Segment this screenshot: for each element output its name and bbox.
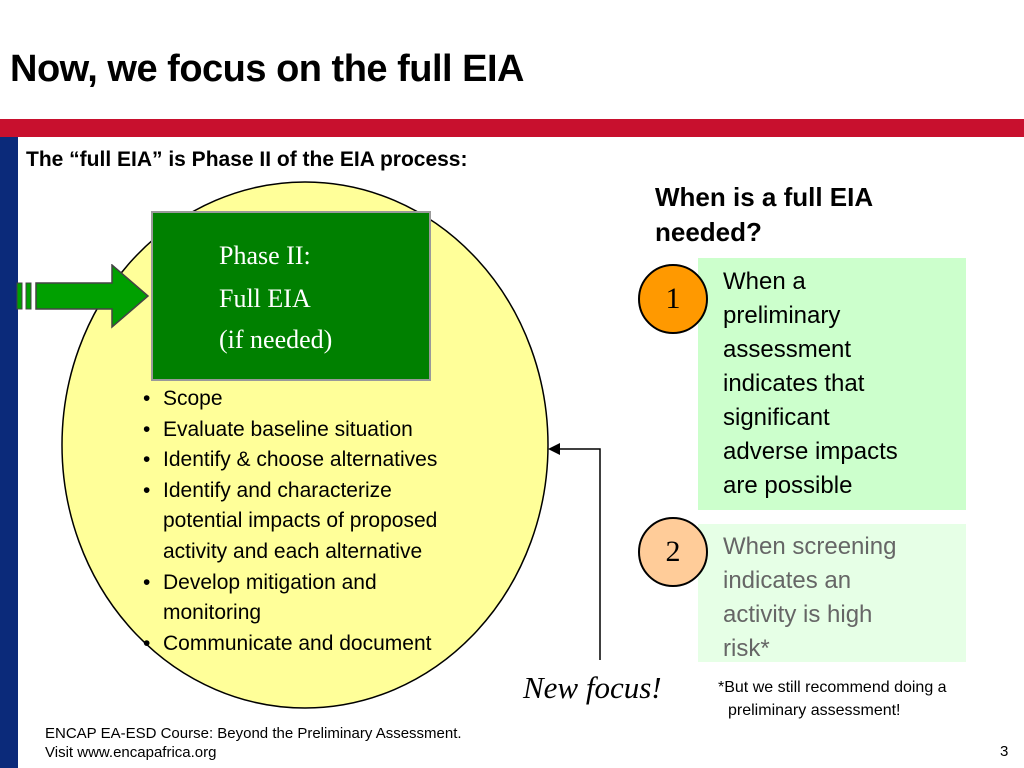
green-right-arrow-icon <box>16 264 150 329</box>
condition-box-1 <box>698 258 966 510</box>
slide-title: Now, we focus on the full EIA <box>10 48 525 90</box>
question-heading: When is a full EIA needed? <box>655 180 873 250</box>
phase-box-line: Phase II: <box>219 241 311 270</box>
footer: ENCAP EA-ESD Course: Beyond the Prelimin… <box>45 724 462 762</box>
condition-line: When a <box>723 268 806 295</box>
activity-text: Evaluate baseline situation <box>163 417 413 441</box>
footer-line: Visit www.encapafrica.org <box>45 744 217 761</box>
phase-box-line: Full EIA <box>219 284 311 313</box>
footnote: *But we still recommend doing a prelimin… <box>718 676 947 722</box>
bullet-icon: • <box>143 570 151 594</box>
page-number: 3 <box>1000 743 1009 760</box>
badge-2: 2 <box>638 517 708 587</box>
condition-line: activity is high <box>723 601 873 628</box>
condition-line: significant <box>723 404 830 431</box>
activity-text: Identify and characterize <box>163 478 392 502</box>
condition-line: are possible <box>723 472 853 499</box>
badge-1: 1 <box>638 264 708 334</box>
condition-box-2 <box>698 524 966 662</box>
condition-line: risk* <box>723 635 770 662</box>
bullet-icon: • <box>143 448 151 472</box>
activity-text: potential impacts of proposed <box>163 509 438 533</box>
list-item: • Communicate and document <box>143 629 437 660</box>
condition-line: adverse impacts <box>723 438 898 465</box>
activity-text: activity and each alternative <box>163 539 423 563</box>
question-line: needed? <box>655 217 762 247</box>
list-item: • Scope <box>143 384 437 415</box>
bullet-icon: • <box>143 631 151 655</box>
bullet-icon: • <box>143 417 151 441</box>
condition-line: indicates that <box>723 370 865 397</box>
condition-text-2: When screening indicates an activity is … <box>723 530 896 666</box>
phase-ii-box: Phase II: Full EIA (if needed) <box>151 211 431 381</box>
condition-line: assessment <box>723 336 852 363</box>
new-focus-label: New focus! <box>523 670 662 705</box>
list-item: • Identify & choose alternatives <box>143 445 437 476</box>
left-rule <box>0 137 18 768</box>
activity-text: Communicate and document <box>163 631 432 655</box>
slide-subtitle: The “full EIA” is Phase II of the EIA pr… <box>26 148 468 171</box>
phase-box-line: (if needed) <box>219 325 333 354</box>
bullet-icon: • <box>143 387 151 410</box>
condition-text-1: When a preliminary assessment indicates … <box>723 265 898 503</box>
footnote-line: *But we still recommend doing a <box>718 679 947 696</box>
footnote-line: preliminary assessment! <box>728 702 901 719</box>
condition-line: indicates an <box>723 567 852 594</box>
left-arrow-icon <box>548 443 601 660</box>
activity-text: Develop mitigation and <box>163 570 377 594</box>
activity-list: • Scope • Evaluate baseline situation • Ide… <box>143 384 437 659</box>
header-rule <box>0 119 1024 137</box>
activity-text: monitoring <box>163 601 262 625</box>
list-item: • Evaluate baseline situation <box>143 415 437 446</box>
list-item: • Develop mitigation and monitoring <box>143 568 437 629</box>
footer-line: ENCAP EA-ESD Course: Beyond the Prelimin… <box>45 725 462 742</box>
list-item: • Identify and characterize potential impa… <box>143 476 437 568</box>
activity-text: Identify & choose alternatives <box>163 448 438 472</box>
condition-line: preliminary <box>723 302 841 329</box>
activity-text: Scope <box>163 387 223 410</box>
bullet-icon: • <box>143 478 151 502</box>
question-line: When is a full EIA <box>655 182 874 212</box>
condition-line: When screening <box>723 533 897 560</box>
